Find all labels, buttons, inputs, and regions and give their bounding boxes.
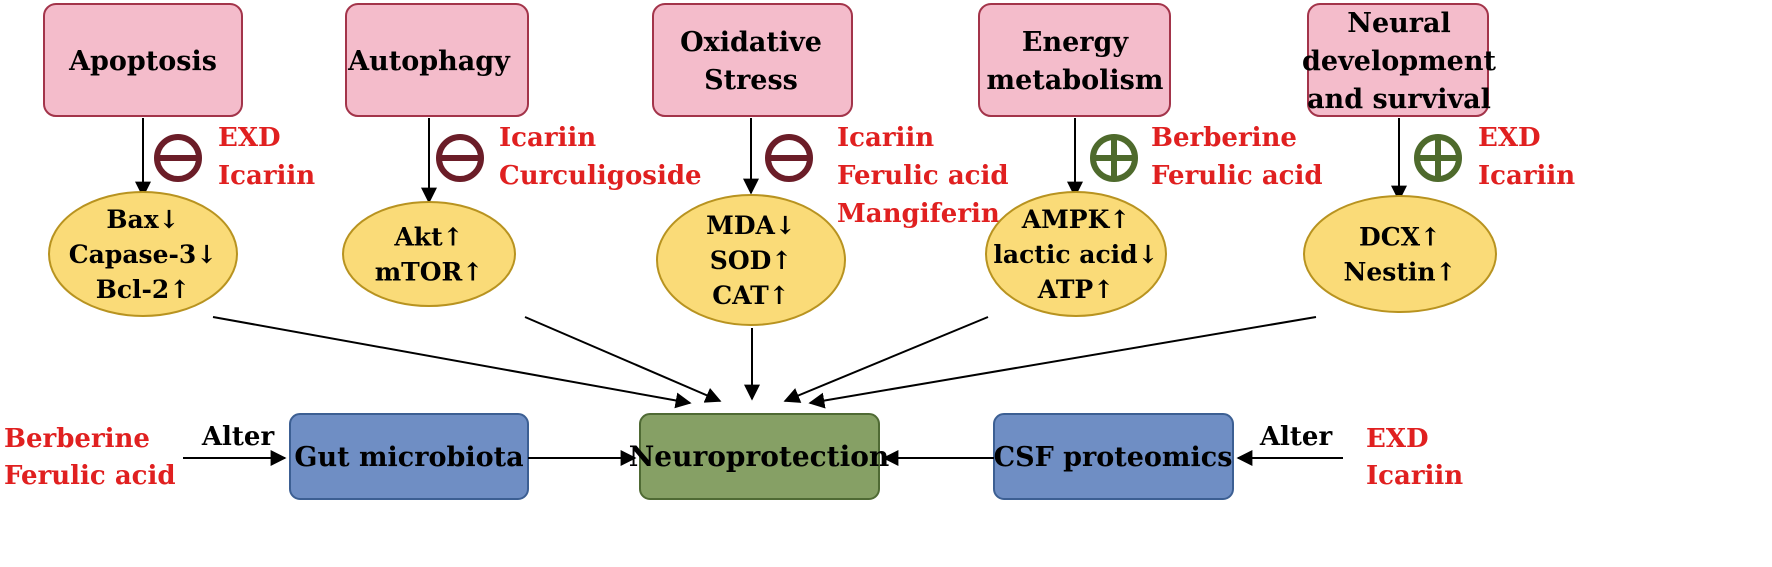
gut-microbiota-label: Gut microbiota bbox=[294, 442, 523, 473]
bottom-row: Gut microbiota Neuroprotection CSF prote… bbox=[4, 316, 1463, 500]
marker-label: Bcl-2↑ bbox=[96, 275, 191, 304]
drug-label: Mangiferin bbox=[837, 199, 1000, 229]
csf-proteomics-label: CSF proteomics bbox=[994, 442, 1233, 473]
drug-label: EXD bbox=[1478, 123, 1541, 153]
pathway-box bbox=[978, 3, 1171, 117]
csf-proteomics-box bbox=[993, 413, 1234, 500]
promote-icon bbox=[1414, 134, 1462, 182]
right-drug-2: Icariin bbox=[1366, 461, 1463, 491]
marker-label: Nestin↑ bbox=[1343, 258, 1456, 287]
pathway-label-line: development bbox=[1302, 46, 1496, 77]
marker-ellipse bbox=[656, 194, 846, 326]
drug-label: Berberine bbox=[1151, 123, 1297, 153]
marker-label: lactic acid↓ bbox=[993, 240, 1158, 269]
right-drug-1: EXD bbox=[1366, 424, 1429, 454]
gut-microbiota-box bbox=[289, 413, 529, 500]
left-drug-1: Berberine bbox=[4, 424, 150, 454]
drug-label: Icariin bbox=[1478, 161, 1575, 191]
marker-label: DCX↑ bbox=[1359, 223, 1441, 252]
marker-label: ATP↑ bbox=[1037, 275, 1114, 304]
drug-label: Icariin bbox=[499, 123, 596, 153]
drug-label: Icariin bbox=[837, 123, 934, 153]
right-alter-label: Alter bbox=[1259, 422, 1333, 452]
drug-label: Curculigoside bbox=[499, 161, 702, 191]
marker-ellipse bbox=[48, 191, 238, 317]
arrow-neural-to-neuroprotection bbox=[808, 316, 1317, 409]
pathway-label-line: Oxidative bbox=[680, 27, 822, 58]
arrow-energy-to-neuroprotection bbox=[783, 316, 989, 403]
pathway-box bbox=[345, 3, 529, 117]
drug-label: EXD bbox=[218, 123, 281, 153]
left-alter-label: Alter bbox=[201, 422, 275, 452]
pathway-label-line: metabolism bbox=[987, 65, 1164, 96]
marker-label: mTOR↑ bbox=[375, 258, 484, 287]
arrow-autophagy-to-neuroprotection bbox=[524, 316, 722, 403]
neuroprotection-label: Neuroprotection bbox=[629, 440, 890, 473]
drug-label: Ferulic acid bbox=[837, 161, 1009, 191]
pathway-box bbox=[1307, 3, 1489, 117]
marker-label: Akt↑ bbox=[393, 223, 463, 252]
marker-label: SOD↑ bbox=[710, 246, 792, 275]
inhibit-icon bbox=[765, 134, 813, 182]
marker-ellipse bbox=[1303, 195, 1497, 313]
pathway-box bbox=[43, 3, 243, 117]
pathway-label-line: Energy bbox=[1022, 27, 1129, 58]
promote-icon bbox=[1090, 134, 1138, 182]
pathway-label-line: Autophagy bbox=[347, 46, 511, 77]
marker-label: MDA↓ bbox=[706, 211, 796, 240]
marker-ellipse bbox=[985, 191, 1167, 317]
pathway-label-line: and survival bbox=[1307, 84, 1491, 115]
inhibit-icon bbox=[154, 134, 202, 182]
marker-ellipse bbox=[342, 201, 516, 307]
marker-label: AMPK↑ bbox=[1021, 205, 1131, 234]
pathway-box bbox=[652, 3, 853, 117]
marker-label: Capase-3↓ bbox=[69, 240, 217, 269]
inhibit-icon bbox=[436, 134, 484, 182]
pathway-label-line: Apoptosis bbox=[68, 46, 217, 77]
marker-label: Bax↓ bbox=[106, 205, 179, 234]
arrow-apoptosis-to-neuroprotection bbox=[212, 316, 692, 409]
left-drug-2: Ferulic acid bbox=[4, 461, 176, 491]
pathway-label-line: Neural bbox=[1347, 8, 1450, 39]
drug-label: Ferulic acid bbox=[1151, 161, 1323, 191]
neuroprotection-box bbox=[639, 413, 880, 500]
pathway-label-line: Stress bbox=[704, 65, 798, 96]
marker-label: CAT↑ bbox=[712, 281, 789, 310]
drug-label: Icariin bbox=[218, 161, 315, 191]
